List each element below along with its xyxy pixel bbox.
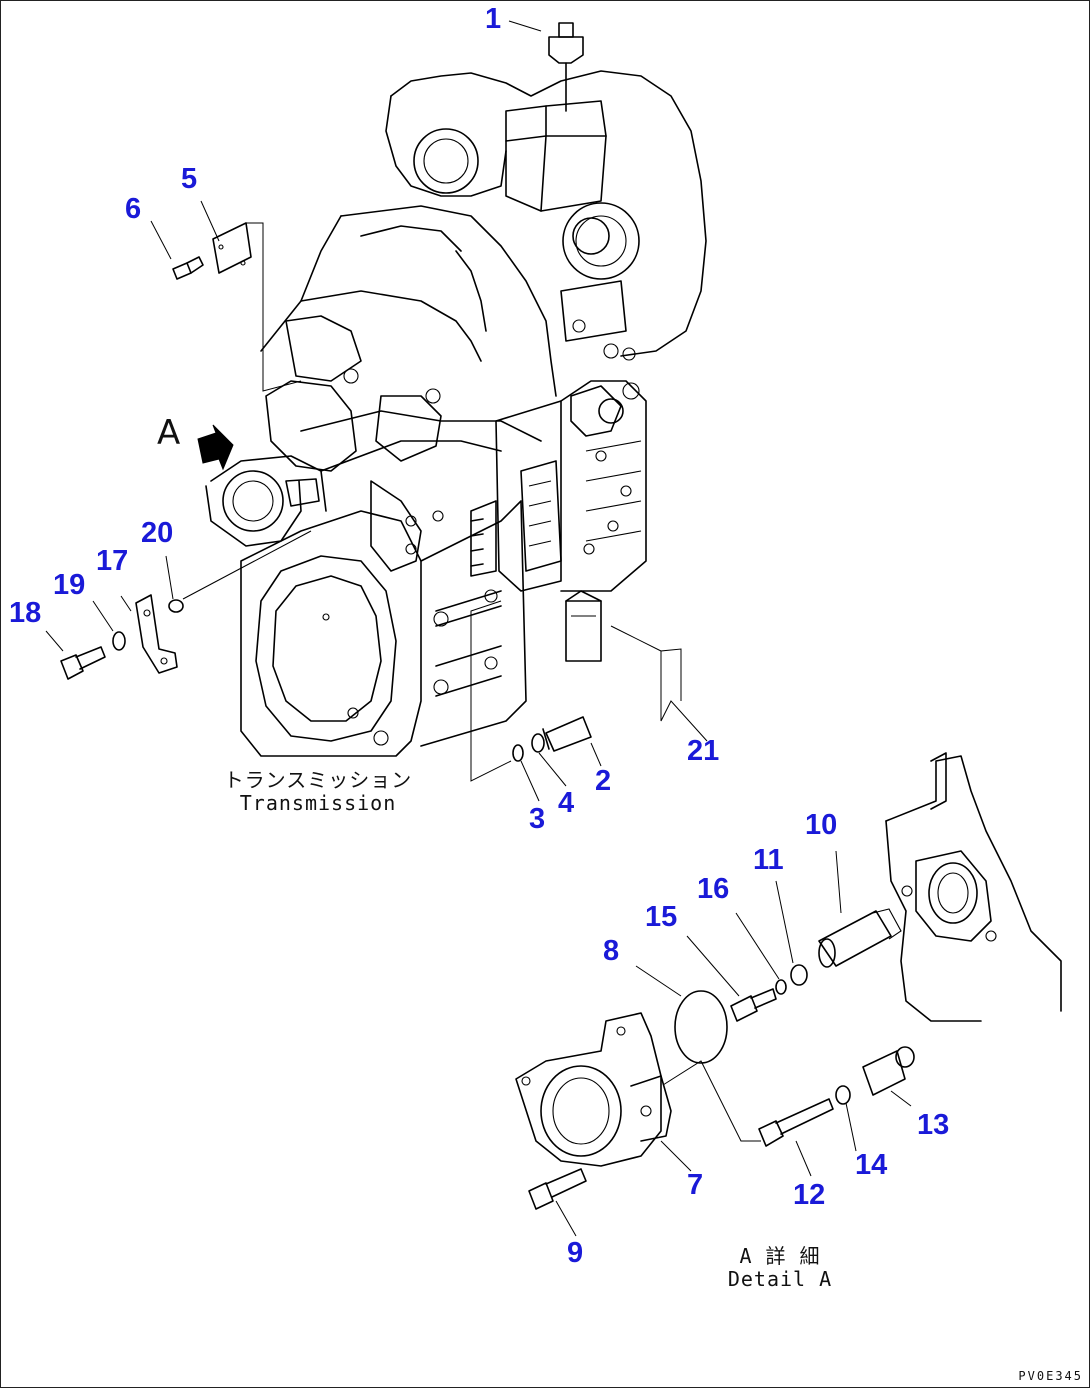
callout-9[interactable]: 9 (567, 1237, 584, 1269)
leader-lines (45, 20, 912, 1237)
sensor-2 (542, 716, 592, 752)
transmission-caption-jp: トランスミッション (223, 768, 413, 792)
detail-housing-10 (885, 752, 1062, 1022)
o-ring-8 (674, 990, 728, 1064)
callout-5[interactable]: 5 (181, 163, 198, 195)
callout-10[interactable]: 10 (805, 809, 838, 841)
bolt-6 (172, 256, 204, 280)
sensor-12 (758, 1098, 834, 1147)
washer-19 (112, 631, 126, 651)
callout-6[interactable]: 6 (125, 193, 142, 225)
transmission-caption: トランスミッション Transmission (223, 769, 413, 815)
callout-3[interactable]: 3 (529, 803, 546, 835)
connector-10 (818, 908, 902, 968)
callout-2[interactable]: 2 (595, 765, 612, 797)
callout-11[interactable]: 11 (753, 844, 784, 876)
view-a-arrow (197, 424, 234, 471)
sensor-13 (862, 1046, 915, 1096)
o-ring-14 (835, 1085, 851, 1105)
callout-14[interactable]: 14 (855, 1149, 888, 1181)
washer-16 (775, 979, 787, 995)
cover-plate-5 (212, 222, 252, 274)
callout-13[interactable]: 13 (917, 1109, 950, 1141)
bolt-9 (528, 1168, 587, 1210)
detail-a-caption: A 詳 細 Detail A (725, 1245, 835, 1291)
callout-18[interactable]: 18 (9, 597, 42, 629)
transmission-housing (205, 70, 707, 757)
breather-1 (548, 22, 584, 112)
callout-8[interactable]: 8 (603, 935, 620, 967)
drawing-code: PV0E345 (1018, 1369, 1083, 1383)
callout-7[interactable]: 7 (687, 1169, 704, 1201)
washer-3 (512, 744, 524, 762)
callout-21[interactable]: 21 (687, 735, 720, 767)
cover-7 (515, 1012, 672, 1167)
o-ring-11 (790, 964, 808, 986)
callout-16[interactable]: 16 (697, 873, 730, 905)
callout-19[interactable]: 19 (53, 569, 86, 601)
callout-1[interactable]: 1 (485, 3, 502, 35)
bolt-18 (60, 646, 106, 680)
callout-4[interactable]: 4 (558, 787, 575, 819)
bolt-15 (730, 988, 777, 1022)
view-a-label: A (157, 413, 181, 453)
detail-a-caption-en: Detail A (727, 1267, 833, 1291)
callout-15[interactable]: 15 (645, 901, 678, 933)
bracket-17 (135, 594, 178, 674)
callout-12[interactable]: 12 (793, 1179, 826, 1211)
transmission-caption-en: Transmission (239, 791, 397, 815)
detail-a-caption-jp: A 詳 細 (739, 1244, 821, 1268)
callout-20[interactable]: 20 (141, 517, 174, 549)
o-ring-4 (531, 733, 545, 753)
callout-17[interactable]: 17 (96, 545, 129, 577)
plug-20 (168, 599, 184, 613)
